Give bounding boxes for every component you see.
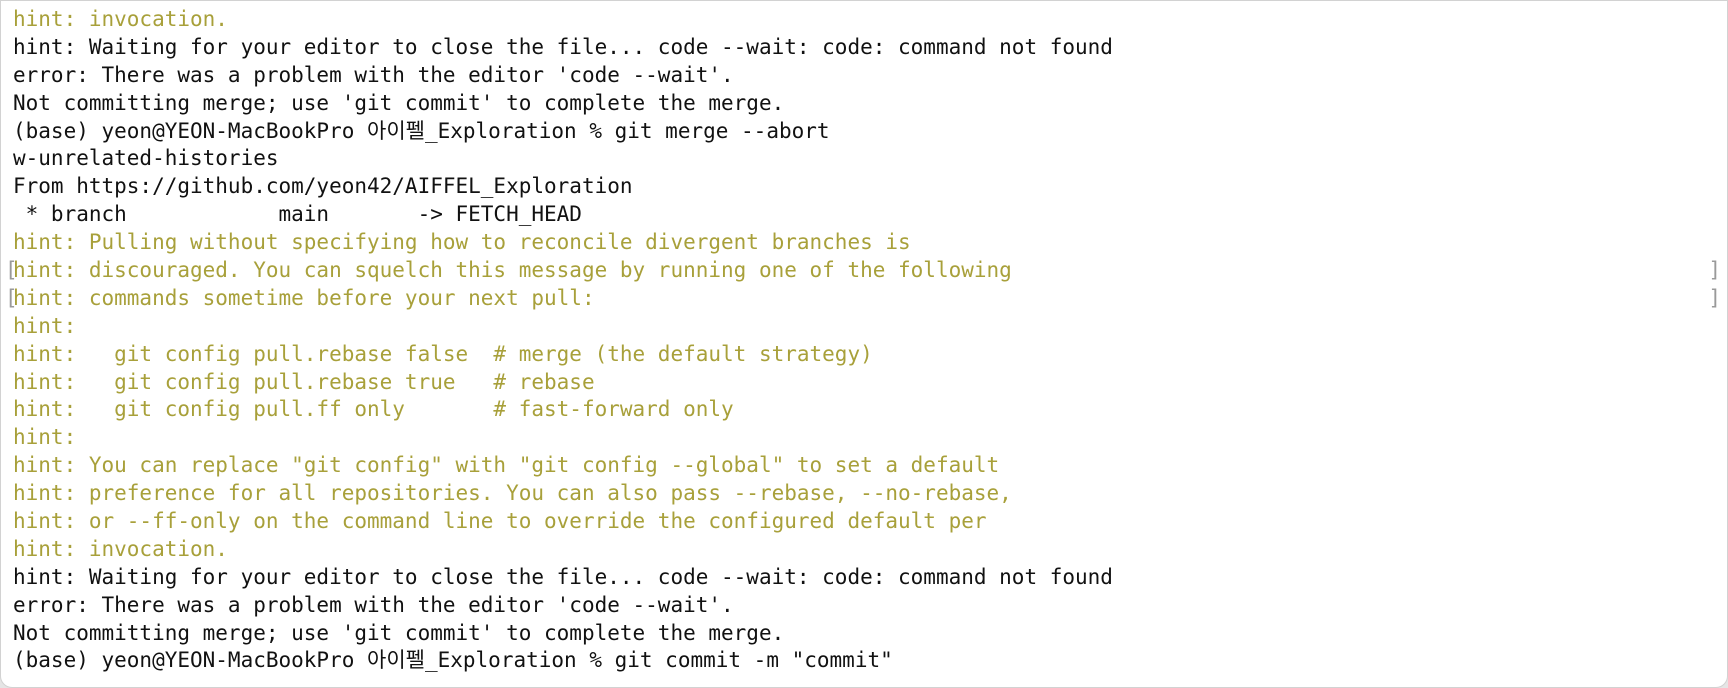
terminal-line: hint: git config pull.rebase true # reba… <box>13 369 1715 397</box>
selection-mark-left: [ <box>5 285 18 310</box>
terminal-line-text: (base) yeon@YEON-MacBookPro 아이펠_Explorat… <box>13 648 893 673</box>
selection-mark-right: ] <box>1708 258 1721 283</box>
terminal-line-text: error: There was a problem with the edit… <box>13 592 734 617</box>
terminal-line-text: hint: or --ff-only on the command line t… <box>13 509 987 534</box>
terminal-line-text: hint: <box>13 425 77 450</box>
terminal-line-text: hint: discouraged. You can squelch this … <box>13 258 1012 283</box>
terminal-line-text: hint: invocation. <box>13 536 228 561</box>
terminal-line: * branch main -> FETCH_HEAD <box>13 201 1715 229</box>
terminal-line-text: hint: git config pull.ff only # fast-for… <box>13 397 734 422</box>
terminal-line-text: w-unrelated-histories <box>13 146 279 171</box>
selection-mark-left: [ <box>5 258 18 283</box>
terminal-line: hint: preference for all repositories. Y… <box>13 480 1715 508</box>
terminal-line-text: error: There was a problem with the edit… <box>13 62 734 87</box>
selection-mark-right: ] <box>1708 285 1721 310</box>
terminal-line: hint: You can replace "git config" with … <box>13 452 1715 480</box>
terminal-line: (base) yeon@YEON-MacBookPro 아이펠_Explorat… <box>13 647 1715 675</box>
terminal-line-text: hint: git config pull.rebase false # mer… <box>13 341 873 366</box>
terminal-line-text: Not committing merge; use 'git commit' t… <box>13 620 785 645</box>
terminal-line-text: hint: invocation. <box>13 7 228 31</box>
terminal-line-text: hint: Pulling without specifying how to … <box>13 230 911 255</box>
terminal-line-text: hint: Waiting for your editor to close t… <box>13 34 1113 59</box>
terminal-line: (base) yeon@YEON-MacBookPro 아이펠_Explorat… <box>13 118 1715 146</box>
terminal-line-text: (base) yeon@YEON-MacBookPro 아이펠_Explorat… <box>13 118 830 143</box>
terminal-line: hint: invocation. <box>13 6 1715 34</box>
terminal-line: hint: git config pull.rebase false # mer… <box>13 341 1715 369</box>
terminal-line: hint: discouraged. You can squelch this … <box>5 257 1721 285</box>
terminal-line: Not committing merge; use 'git commit' t… <box>13 620 1715 648</box>
terminal-line: hint: Waiting for your editor to close t… <box>13 34 1715 62</box>
terminal-output[interactable]: hint: invocation. hint: Waiting for your … <box>5 6 1721 687</box>
terminal-line: error: There was a problem with the edit… <box>13 592 1715 620</box>
terminal-line-text: Not committing merge; use 'git commit' t… <box>13 90 785 115</box>
terminal-line: hint: Waiting for your editor to close t… <box>13 564 1715 592</box>
terminal-line-text: hint: You can replace "git config" with … <box>13 453 1000 478</box>
terminal-line: hint: invocation. <box>13 536 1715 564</box>
terminal-line-text: hint: <box>13 313 77 338</box>
terminal-line: hint: or --ff-only on the command line t… <box>13 508 1715 536</box>
terminal-line-text: hint: preference for all repositories. Y… <box>13 481 1012 506</box>
terminal-line-text: hint: commands sometime before your next… <box>13 285 595 310</box>
terminal-line: From https://github.com/yeon42/AIFFEL_Ex… <box>13 173 1715 201</box>
terminal-line: hint: <box>13 424 1715 452</box>
terminal-line: w-unrelated-histories <box>13 145 1715 173</box>
terminal-line: error: There was a problem with the edit… <box>13 62 1715 90</box>
terminal-line: hint: <box>13 313 1715 341</box>
terminal-line: hint: commands sometime before your next… <box>5 285 1721 313</box>
terminal-line-text: hint: git config pull.rebase true # reba… <box>13 369 595 394</box>
terminal-line: hint: Pulling without specifying how to … <box>13 229 1715 257</box>
terminal-line: Not committing merge; use 'git commit' t… <box>13 90 1715 118</box>
terminal-line-text: From https://github.com/yeon42/AIFFEL_Ex… <box>13 174 633 199</box>
terminal-line: hint: git config pull.ff only # fast-for… <box>13 396 1715 424</box>
terminal-line-text: hint: Waiting for your editor to close t… <box>13 564 1113 589</box>
terminal-line-text: * branch main -> FETCH_HEAD <box>13 202 582 227</box>
